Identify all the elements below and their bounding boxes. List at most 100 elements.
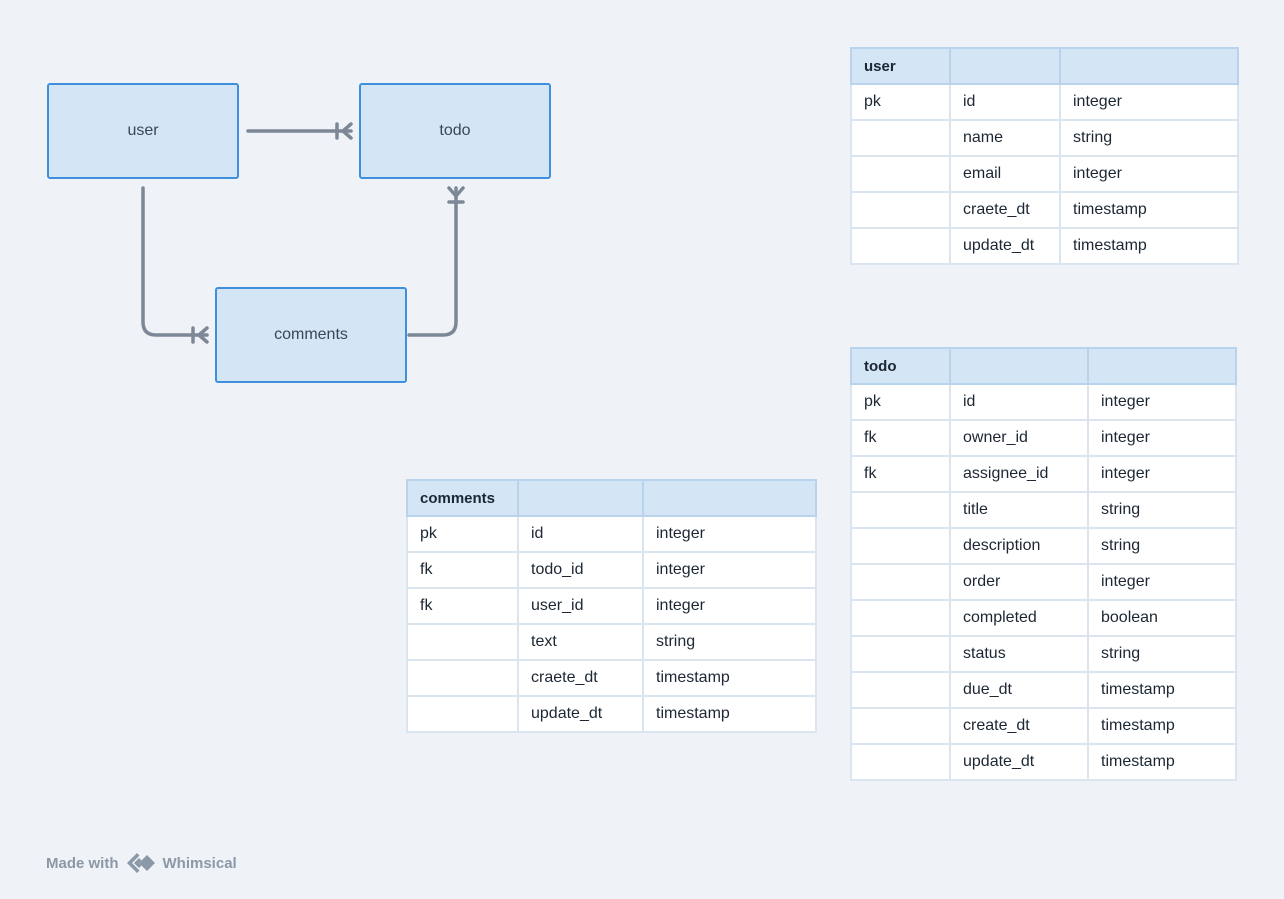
- field-name-cell: id: [949, 383, 1089, 421]
- table-header-cell: [949, 347, 1089, 385]
- field-type-cell: string: [1087, 527, 1237, 565]
- key-cell: [850, 191, 951, 229]
- field-type-cell: integer: [1087, 455, 1237, 493]
- key-cell: [850, 743, 951, 781]
- entity-box-user[interactable]: user: [47, 83, 239, 179]
- field-type-cell: integer: [1087, 419, 1237, 457]
- field-name-cell: update_dt: [949, 743, 1089, 781]
- field-name-cell: completed: [949, 599, 1089, 637]
- table-title: comments: [406, 479, 519, 517]
- field-name-cell: text: [517, 623, 644, 661]
- key-cell: [850, 527, 951, 565]
- field-type-cell: integer: [642, 515, 817, 553]
- table-header-cell: [517, 479, 644, 517]
- table-header-row: user: [850, 47, 1239, 85]
- field-name-cell: status: [949, 635, 1089, 673]
- field-name-cell: craete_dt: [949, 191, 1061, 229]
- field-type-cell: timestamp: [642, 659, 817, 697]
- key-cell: fk: [406, 551, 519, 589]
- key-cell: [406, 623, 519, 661]
- table-header-cell: [1059, 47, 1239, 85]
- key-cell: [850, 635, 951, 673]
- made-with-label: Made with: [46, 854, 119, 872]
- field-name-cell: user_id: [517, 587, 644, 625]
- table-header-row: comments: [406, 479, 817, 517]
- key-cell: [406, 659, 519, 697]
- table-header-cell: [949, 47, 1061, 85]
- field-type-cell: integer: [1059, 155, 1239, 193]
- connector-user-comments: [141, 186, 209, 344]
- key-cell: fk: [850, 419, 951, 457]
- key-cell: fk: [406, 587, 519, 625]
- field-type-cell: string: [1087, 491, 1237, 529]
- key-cell: pk: [406, 515, 519, 553]
- field-type-cell: timestamp: [1059, 191, 1239, 229]
- field-name-cell: todo_id: [517, 551, 644, 589]
- key-cell: [850, 707, 951, 745]
- key-cell: [850, 491, 951, 529]
- field-name-cell: craete_dt: [517, 659, 644, 697]
- field-name-cell: name: [949, 119, 1061, 157]
- field-name-cell: create_dt: [949, 707, 1089, 745]
- field-type-cell: boolean: [1087, 599, 1237, 637]
- field-type-cell: integer: [1087, 383, 1237, 421]
- field-type-cell: integer: [642, 551, 817, 589]
- field-type-cell: timestamp: [1087, 671, 1237, 709]
- field-type-cell: string: [1059, 119, 1239, 157]
- key-cell: [850, 119, 951, 157]
- field-name-cell: email: [949, 155, 1061, 193]
- field-name-cell: owner_id: [949, 419, 1089, 457]
- table-title: todo: [850, 347, 951, 385]
- field-type-cell: timestamp: [1059, 227, 1239, 265]
- key-cell: [850, 155, 951, 193]
- field-name-cell: due_dt: [949, 671, 1089, 709]
- connector-comments-todo: [407, 186, 465, 337]
- field-type-cell: timestamp: [642, 695, 817, 733]
- field-name-cell: description: [949, 527, 1089, 565]
- field-name-cell: assignee_id: [949, 455, 1089, 493]
- key-cell: [850, 563, 951, 601]
- key-cell: pk: [850, 83, 951, 121]
- field-name-cell: title: [949, 491, 1089, 529]
- field-name-cell: update_dt: [949, 227, 1061, 265]
- field-name-cell: update_dt: [517, 695, 644, 733]
- table-header-cell: [1087, 347, 1237, 385]
- field-type-cell: timestamp: [1087, 707, 1237, 745]
- table-title: user: [850, 47, 951, 85]
- key-cell: fk: [850, 455, 951, 493]
- made-with-whimsical[interactable]: Made with Whimsical: [46, 851, 237, 875]
- entity-label: user: [127, 122, 159, 139]
- connector-user-todo: [246, 122, 353, 140]
- brand-name: Whimsical: [162, 854, 237, 872]
- field-type-cell: timestamp: [1087, 743, 1237, 781]
- entity-box-comments[interactable]: comments: [215, 287, 407, 383]
- key-cell: pk: [850, 383, 951, 421]
- field-type-cell: string: [642, 623, 817, 661]
- key-cell: [406, 695, 519, 733]
- entity-box-todo[interactable]: todo: [359, 83, 551, 179]
- key-cell: [850, 599, 951, 637]
- field-name-cell: id: [949, 83, 1061, 121]
